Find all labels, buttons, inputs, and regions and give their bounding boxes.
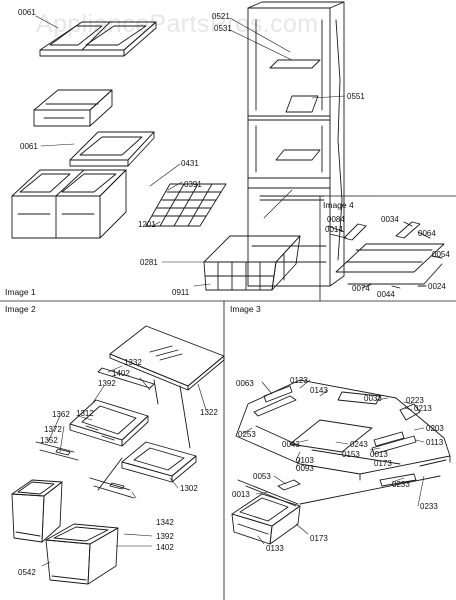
callout-0153: 0153 <box>342 450 360 459</box>
slide-rail-right <box>371 431 417 455</box>
callout-0911: 0911 <box>172 288 190 297</box>
shelf-bracket-part <box>337 391 421 421</box>
callout-0054: 0054 <box>432 250 450 259</box>
callout-0084: 0084 <box>327 215 345 224</box>
callout-0043: 0043 <box>282 440 300 449</box>
hinged-shelf-part <box>327 221 445 289</box>
crisper-drawers-part <box>11 169 127 239</box>
callout-0013-right: 0013 <box>370 450 388 459</box>
right-pan-drawer-part <box>45 523 119 585</box>
lower-drawer-frame-part <box>121 441 197 483</box>
callout-0233-lower: 0233 <box>420 502 438 511</box>
callout-1342: 1342 <box>156 518 174 527</box>
callout-0013-left: 0013 <box>232 490 250 499</box>
panel-dividers <box>0 195 456 600</box>
top-shelf-part <box>39 21 157 57</box>
callout-0033: 0033 <box>364 394 382 403</box>
wire-shelf-part <box>145 183 227 227</box>
wire-basket-part <box>203 235 301 291</box>
callout-0281: 0281 <box>140 258 158 267</box>
callout-1322: 1322 <box>200 408 218 417</box>
callout-0014: 0014 <box>325 225 343 234</box>
drawer-slides <box>35 379 191 499</box>
panel-label-image4: Image 4 <box>323 200 354 210</box>
slide-rail-left <box>253 385 297 417</box>
callout-0542: 0542 <box>18 568 36 577</box>
callout-0223: 0223 <box>406 396 424 405</box>
callout-0034: 0034 <box>381 215 399 224</box>
callout-1392-bottom: 1392 <box>156 532 174 541</box>
callout-0063: 0063 <box>236 379 254 388</box>
left-pan-drawer-part <box>11 479 63 543</box>
mid-shelf-part <box>69 131 155 167</box>
callout-1362: 1362 <box>52 410 70 419</box>
leader-lines-image1 <box>35 15 346 287</box>
callout-0024: 0024 <box>428 282 446 291</box>
tray-rails <box>237 459 447 507</box>
convertible-shelf-frame <box>235 379 451 481</box>
callout-0123: 0123 <box>290 376 308 385</box>
panel-label-image3: Image 3 <box>230 304 261 314</box>
callout-1312: 1312 <box>76 409 94 418</box>
callout-0093: 0093 <box>296 464 314 473</box>
callout-0521: 0521 <box>212 12 230 21</box>
callout-1332: 1332 <box>124 358 142 367</box>
watermark: AppliancePartsPros.com <box>36 10 319 38</box>
callout-1201: 1201 <box>138 220 156 229</box>
callout-0173-right: 0173 <box>374 459 392 468</box>
callout-0113: 0113 <box>426 438 444 447</box>
shelf-trim-part <box>97 367 155 389</box>
callout-0233-upper: 0233 <box>392 480 410 489</box>
pull-out-tray-part <box>231 493 301 545</box>
upper-drawer-frame-part <box>69 399 149 447</box>
callout-0431: 0431 <box>181 159 199 168</box>
callout-1402-top: 1402 <box>112 369 130 378</box>
callout-1372: 1372 <box>44 425 62 434</box>
callout-0133: 0133 <box>266 544 284 553</box>
callout-0531: 0531 <box>214 24 232 33</box>
small-crisper-part <box>33 89 113 127</box>
callout-0203: 0203 <box>426 424 444 433</box>
glass-shelf-part <box>109 325 225 391</box>
callout-0551: 0551 <box>347 92 365 101</box>
callout-0173-bottom: 0173 <box>310 534 328 543</box>
callout-0213: 0213 <box>414 404 432 413</box>
callout-1352: 1352 <box>40 436 58 445</box>
callout-0391: 0391 <box>184 180 202 189</box>
callout-0143: 0143 <box>310 386 328 395</box>
callout-0044: 0044 <box>377 290 395 299</box>
callout-0053: 0053 <box>253 472 271 481</box>
leader-lines-image2 <box>41 365 207 567</box>
callout-0103: 0103 <box>296 456 314 465</box>
callout-0243: 0243 <box>350 440 368 449</box>
refrigerator-cabinet <box>247 1 345 287</box>
panel-label-image1: Image 1 <box>5 287 36 297</box>
callout-0064: 0064 <box>418 229 436 238</box>
panel-label-image2: Image 2 <box>5 304 36 314</box>
callout-1302: 1302 <box>180 484 198 493</box>
callout-0061-mid: 0061 <box>20 142 38 151</box>
callout-1392-top: 1392 <box>98 379 116 388</box>
leader-lines-image3 <box>241 379 425 545</box>
callout-0061-top: 0061 <box>18 8 36 17</box>
callout-1402-bottom: 1402 <box>156 543 174 552</box>
callout-0074: 0074 <box>352 284 370 293</box>
callout-0253: 0253 <box>238 430 256 439</box>
